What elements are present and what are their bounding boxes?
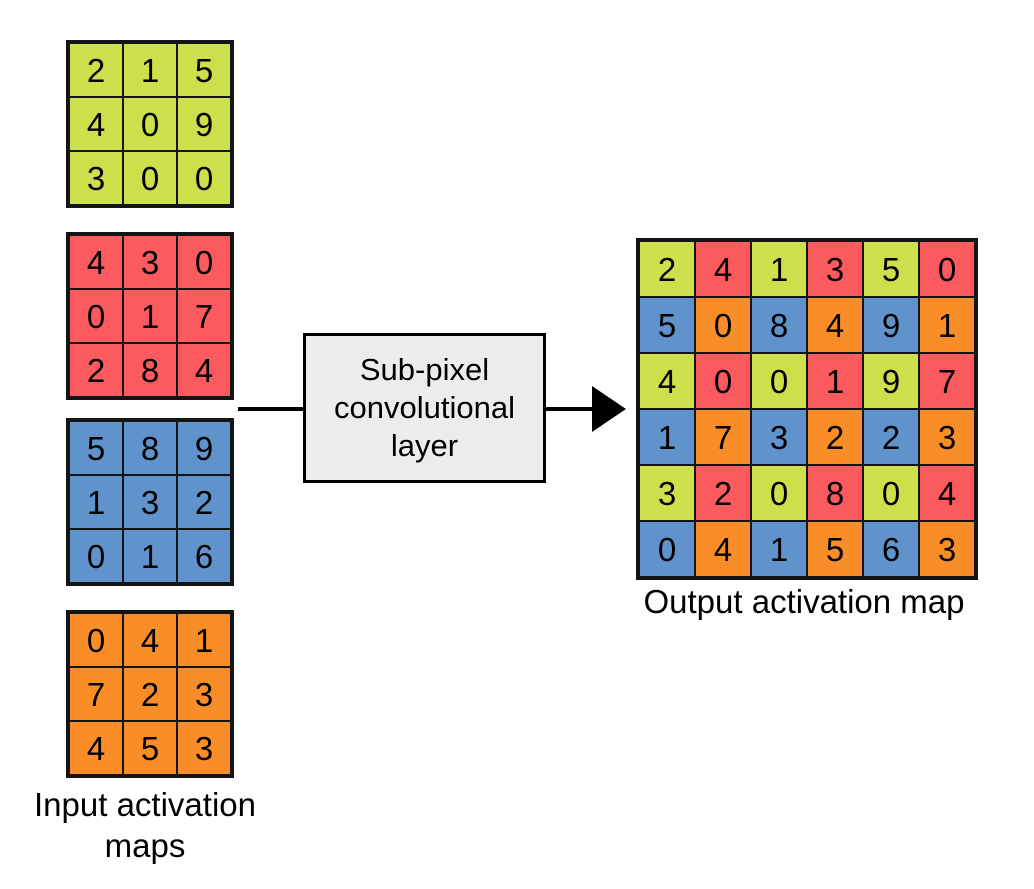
input-cell: 0	[123, 97, 177, 151]
output-cell: 1	[751, 521, 807, 577]
input-cell: 4	[69, 235, 123, 289]
output-cell: 1	[807, 353, 863, 409]
input-cell: 1	[123, 289, 177, 343]
input-cell: 1	[123, 529, 177, 583]
input-cell: 6	[177, 529, 231, 583]
input-cell: 8	[123, 343, 177, 397]
input-cell: 0	[177, 151, 231, 205]
input-cell: 2	[177, 475, 231, 529]
output-activation-map-caption: Output activation map	[643, 583, 965, 620]
output-cell: 2	[863, 409, 919, 465]
output-cell: 1	[751, 241, 807, 297]
input-cell: 4	[69, 721, 123, 775]
output-cell: 0	[695, 297, 751, 353]
output-cell: 8	[807, 465, 863, 521]
output-cell: 3	[807, 241, 863, 297]
input-cell: 7	[69, 667, 123, 721]
input-cell: 1	[69, 475, 123, 529]
input-cell: 4	[69, 97, 123, 151]
output-cell: 4	[919, 465, 975, 521]
input-cell: 4	[177, 343, 231, 397]
output-cell: 9	[863, 297, 919, 353]
output-cell: 5	[863, 241, 919, 297]
output-cell: 6	[863, 521, 919, 577]
output-cell: 5	[639, 297, 695, 353]
input-cell: 2	[69, 43, 123, 97]
output-cell: 1	[919, 297, 975, 353]
sub-pixel-convolutional-layer-box[interactable]: Sub-pixel convolutional layer	[303, 333, 546, 483]
output-cell: 0	[751, 465, 807, 521]
output-cell: 9	[863, 353, 919, 409]
input-cell: 1	[123, 43, 177, 97]
input-cell: 2	[69, 343, 123, 397]
input-cell: 7	[177, 289, 231, 343]
output-cell: 2	[807, 409, 863, 465]
input-cell: 3	[123, 235, 177, 289]
input-cell: 9	[177, 97, 231, 151]
input-cell: 5	[69, 421, 123, 475]
output-cell: 7	[919, 353, 975, 409]
input-caption-line-1: Input activation	[34, 786, 256, 823]
proc-label-line-2: convolutional	[334, 390, 515, 426]
input-cell: 3	[123, 475, 177, 529]
output-cell: 4	[695, 241, 751, 297]
output-cell: 1	[639, 409, 695, 465]
input-cell: 9	[177, 421, 231, 475]
output-cell: 7	[695, 409, 751, 465]
input-cell: 1	[177, 613, 231, 667]
output-cell: 0	[863, 465, 919, 521]
input-cell: 0	[177, 235, 231, 289]
output-cell: 0	[751, 353, 807, 409]
input-cell: 2	[123, 667, 177, 721]
output-arrow	[545, 407, 597, 411]
input-cell: 0	[69, 613, 123, 667]
output-cell: 4	[639, 353, 695, 409]
arrow-head-icon	[592, 386, 626, 432]
proc-label-line-3: layer	[390, 427, 459, 463]
output-cell: 8	[751, 297, 807, 353]
output-cell: 3	[919, 409, 975, 465]
proc-label-line-1: Sub-pixel	[359, 352, 490, 388]
output-cell: 0	[695, 353, 751, 409]
output-cell: 5	[807, 521, 863, 577]
output-cell: 3	[751, 409, 807, 465]
input-cell: 0	[69, 289, 123, 343]
input-activation-maps-caption: Input activation maps	[0, 785, 290, 867]
output-cell: 3	[639, 465, 695, 521]
input-cell: 3	[177, 667, 231, 721]
output-cell: 0	[919, 241, 975, 297]
input-cell: 4	[123, 613, 177, 667]
input-cell: 3	[177, 721, 231, 775]
output-cell: 3	[919, 521, 975, 577]
input-cell: 5	[123, 721, 177, 775]
output-cell: 4	[695, 521, 751, 577]
output-cell: 2	[639, 241, 695, 297]
output-cell: 4	[807, 297, 863, 353]
input-cell: 8	[123, 421, 177, 475]
output-cell: 0	[639, 521, 695, 577]
input-cell: 0	[69, 529, 123, 583]
input-caption-line-2: maps	[104, 826, 186, 864]
input-arrow	[238, 407, 304, 411]
input-cell: 5	[177, 43, 231, 97]
input-cell: 3	[69, 151, 123, 205]
input-cell: 0	[123, 151, 177, 205]
output-cell: 2	[695, 465, 751, 521]
